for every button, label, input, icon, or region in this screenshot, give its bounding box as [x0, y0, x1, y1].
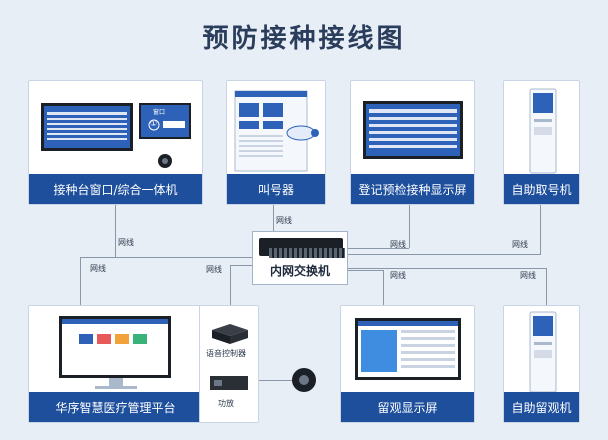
window-panel-title: 窗口: [153, 109, 166, 116]
kiosk-icon: [529, 311, 557, 393]
node-caller: 叫号器: [226, 80, 326, 205]
window-number: ①: [150, 119, 158, 128]
link-label: 网线: [520, 271, 536, 280]
link-label: 网线: [118, 238, 134, 247]
network-switch: 内网交换机: [252, 231, 348, 285]
node-vaccination-window: 窗口 ① 接种台窗口/综合一体机: [28, 80, 203, 205]
voice-controller-icon: [212, 324, 248, 344]
page-title: 预防接种接线图: [202, 24, 406, 54]
link-label: 网线: [206, 265, 222, 274]
node-voice-and-amp: 语音控制器 功放: [199, 305, 259, 423]
link-label: 网线: [90, 264, 106, 273]
display-screen-icon: [355, 318, 461, 380]
node-management-platform: 华序智慧医疗管理平台: [28, 305, 203, 423]
node-self-ticket: 自助取号机: [503, 80, 580, 205]
node-label: 自助取号机: [504, 174, 579, 204]
node-label: 接种台窗口/综合一体机: [29, 174, 202, 204]
speaker-icon: [292, 368, 316, 392]
link-label: 网线: [512, 240, 528, 249]
display-screen-icon: [363, 101, 463, 159]
switch-icon: [259, 238, 345, 258]
link-label: 网线: [390, 240, 406, 249]
node-label: 自助留观机: [504, 392, 579, 422]
caller-software-icon: [234, 90, 319, 172]
amplifier-label: 功放: [218, 399, 234, 408]
voice-controller-label: 语音控制器: [206, 349, 246, 358]
node-label: 叫号器: [227, 174, 325, 204]
node-label: 登记预检接种显示屏: [351, 174, 474, 204]
monitor-icon: [59, 316, 171, 389]
node-label: 华序智慧医疗管理平台: [29, 392, 202, 422]
node-self-observation: 自助留观机: [503, 305, 580, 423]
node-observation-display: 留观显示屏: [340, 305, 475, 423]
link-label: 网线: [276, 216, 292, 225]
kiosk-icon: [529, 88, 557, 174]
switch-label: 内网交换机: [269, 264, 330, 278]
amplifier-icon: [210, 376, 248, 390]
link-label: 网线: [390, 271, 406, 280]
node-registration-display: 登记预检接种显示屏: [350, 80, 475, 205]
all-in-one-terminal-icon: [41, 103, 191, 168]
node-label: 留观显示屏: [341, 392, 474, 422]
